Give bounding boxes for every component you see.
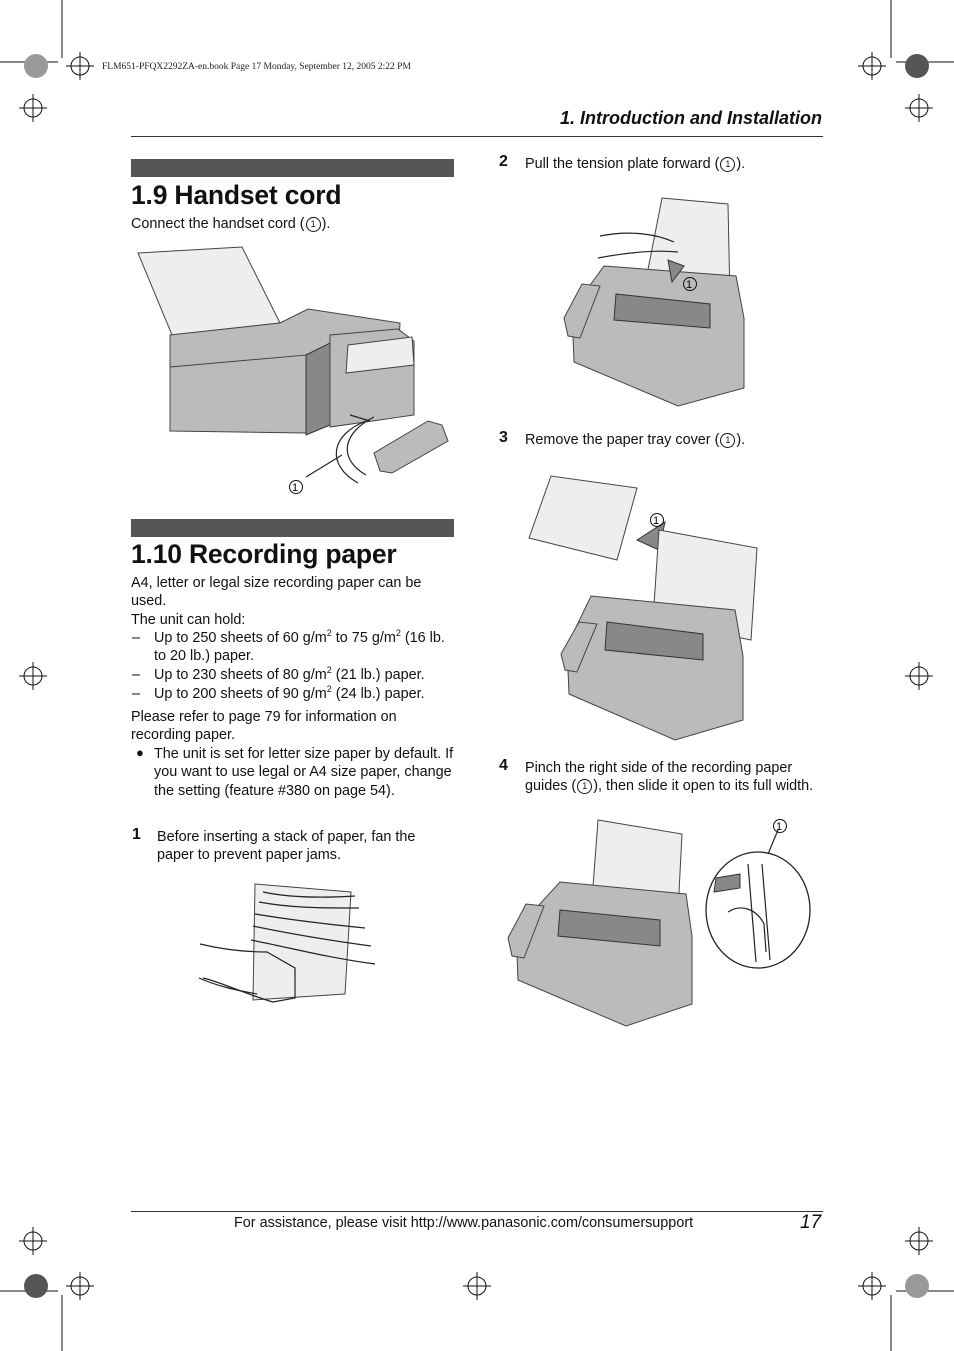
capacity-item: –Up to 230 sheets of 80 g/m2 (21 lb.) pa…	[132, 665, 425, 683]
page-number: 17	[800, 1212, 822, 1233]
fax-rear-handset-illustration: 1	[137, 246, 449, 494]
capacity-item: –Up to 200 sheets of 90 g/m2 (24 lb.) pa…	[132, 684, 425, 702]
fan-paper-illustration	[198, 883, 376, 1003]
tray-cover-illustration: 1	[528, 475, 758, 741]
paper-intro: A4, letter or legal size recording paper…	[131, 575, 422, 610]
running-header: 1. Introduction and Installation	[559, 108, 822, 128]
handset-instruction: Connect the handset cord (1).	[131, 216, 331, 232]
refer-text: Please refer to page 79 for information …	[131, 709, 397, 744]
callout-label: 1	[686, 279, 692, 291]
paper-capacity-label: The unit can hold:	[131, 612, 246, 628]
footer-assistance: For assistance, please visit http://www.…	[234, 1215, 694, 1231]
callout-label: 1	[292, 482, 298, 494]
capacity-item: –Up to 250 sheets of 60 g/m2 to 75 g/m2 …	[132, 628, 445, 665]
tension-plate-illustration: 1	[563, 197, 745, 407]
paper-guide-illustration: 1	[507, 819, 811, 1027]
section-title-paper: 1.10 Recording paper	[131, 539, 397, 569]
section-bar	[131, 519, 454, 537]
section-title-handset: 1.9 Handset cord	[131, 180, 342, 210]
header-rule	[131, 136, 823, 137]
section-bar	[131, 159, 454, 177]
file-slug: FLM651-PFQX2292ZA-en.book Page 17 Monday…	[102, 62, 411, 72]
callout-marker: 1	[305, 217, 321, 232]
callout-label: 1	[776, 821, 782, 833]
callout-label: 1	[653, 515, 659, 527]
bullet-note: ●The unit is set for letter size paper b…	[136, 745, 454, 799]
footer-rule	[131, 1211, 823, 1212]
